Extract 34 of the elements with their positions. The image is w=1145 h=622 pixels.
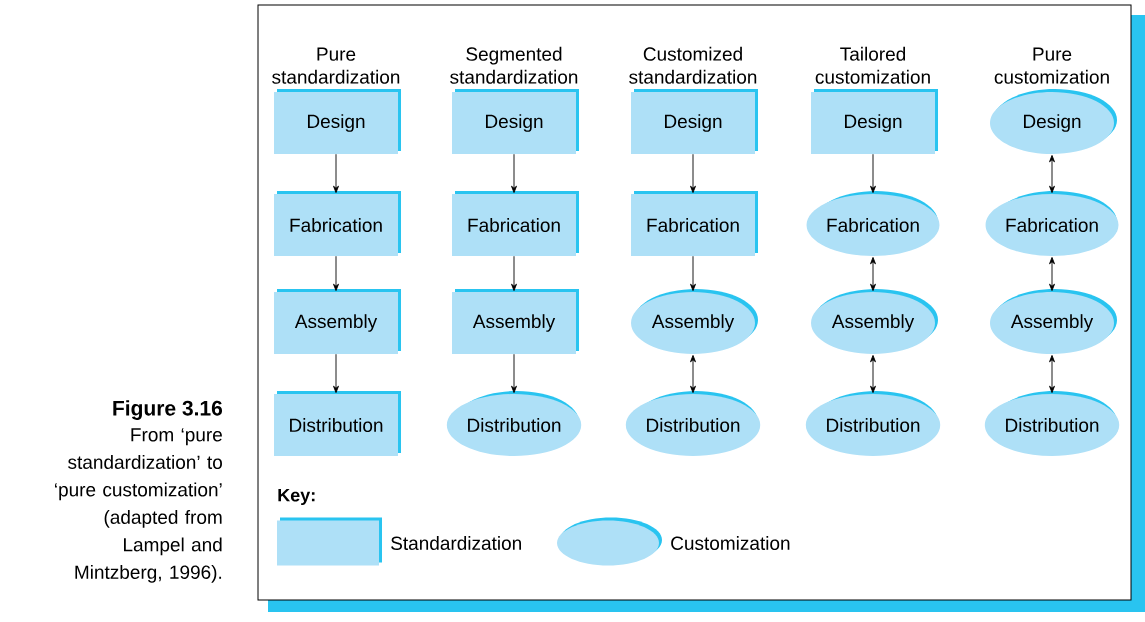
- legend-label: Standardization: [391, 536, 521, 550]
- figure-number: Figure 3.16: [113, 400, 223, 420]
- arrow: [1049, 355, 1055, 393]
- arrow: [333, 255, 339, 291]
- process-box: Fabrication: [631, 191, 758, 256]
- process-box: Design: [452, 89, 579, 154]
- legend-label: Customization: [671, 536, 790, 550]
- arrow: [870, 153, 876, 193]
- arrow: [1049, 155, 1055, 193]
- arrow: [511, 353, 517, 393]
- process-box: Fabrication: [452, 191, 579, 256]
- arrow: [870, 355, 876, 393]
- key-heading: Key:: [278, 488, 315, 506]
- arrow: [333, 353, 339, 393]
- column-heading: Segmented standardization: [450, 46, 578, 84]
- arrow: [690, 153, 696, 193]
- process-box: Assembly: [274, 289, 401, 354]
- arrow: [870, 257, 876, 291]
- figure-caption: From ‘pure standardization’ to ‘pure customization’ (adapted from Lampel and Mintzberg, 1996).: [55, 428, 222, 583]
- arrow: [511, 255, 517, 291]
- process-box: Assembly: [452, 289, 579, 354]
- column-heading: Customized standardization: [629, 46, 757, 84]
- process-box: Design: [274, 89, 401, 154]
- arrow: [690, 355, 696, 393]
- arrow: [333, 153, 339, 193]
- process-box: Distribution: [274, 391, 401, 456]
- column-heading: Pure customization: [994, 47, 1109, 84]
- process-box: Fabrication: [274, 191, 401, 256]
- arrow: [511, 153, 517, 193]
- arrow: [1049, 257, 1055, 291]
- column-heading: Pure standardization: [272, 47, 400, 84]
- process-box: Design: [811, 89, 938, 154]
- process-box: Design: [631, 89, 758, 154]
- arrow: [690, 255, 696, 291]
